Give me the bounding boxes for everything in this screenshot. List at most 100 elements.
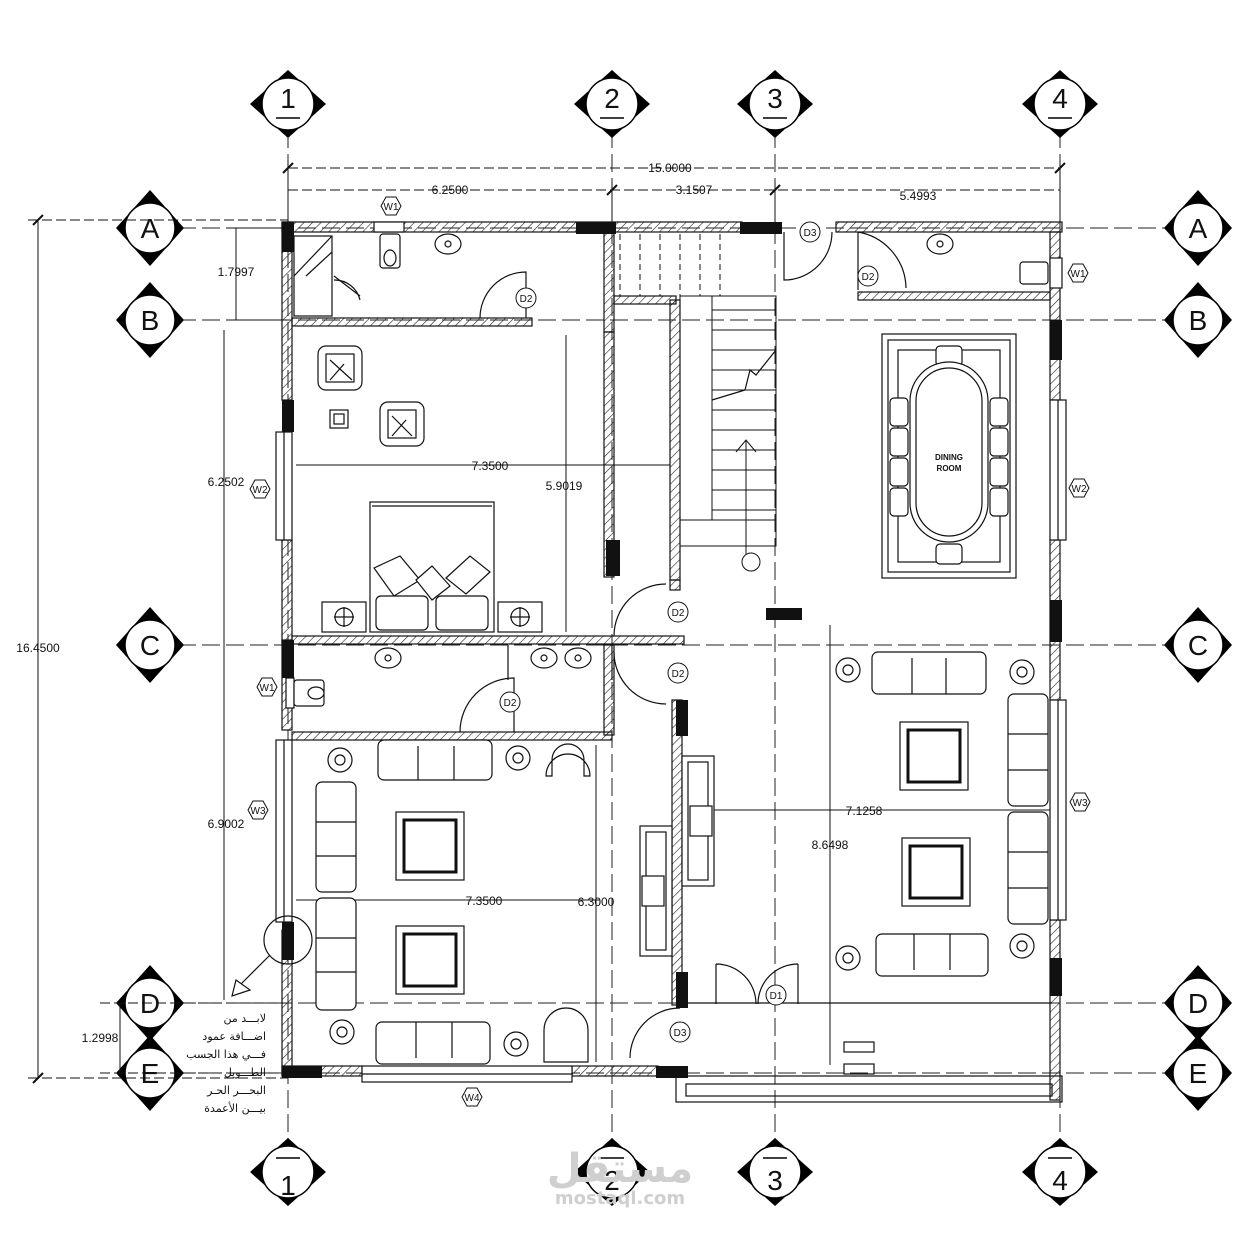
svg-text:D3: D3 bbox=[804, 228, 817, 239]
left-living-furniture bbox=[315, 739, 591, 1065]
dim-overall-height: 16.4500 bbox=[16, 641, 60, 655]
grid-label: 4 bbox=[1052, 1165, 1068, 1196]
grid-bubble-col-1-bottom: 1 bbox=[250, 1138, 326, 1206]
dim-span-1-2: 6.2500 bbox=[432, 183, 469, 197]
window-tag-w4: W4 bbox=[461, 1087, 483, 1107]
bathroom-fixtures bbox=[293, 233, 1049, 707]
grid-label: E bbox=[1189, 1058, 1208, 1089]
columns bbox=[282, 222, 1062, 1078]
door-tag-d2: D2 bbox=[667, 662, 689, 684]
windows bbox=[275, 221, 1067, 1083]
svg-text:W2: W2 bbox=[253, 485, 268, 496]
grid-bubble-row-c-left: C bbox=[116, 607, 184, 683]
dim-living-left-depth: 6.3000 bbox=[578, 895, 615, 909]
note-line: بيـــن الأعمدة bbox=[204, 1101, 266, 1115]
grid-label: 4 bbox=[1052, 83, 1068, 114]
dim-living-left-width: 7.3500 bbox=[466, 894, 503, 908]
note-line: اضـــافة عمود bbox=[202, 1030, 266, 1043]
dim-overall-width: 15.0000 bbox=[648, 161, 692, 175]
door-tag-d3: D3 bbox=[669, 1021, 691, 1043]
svg-text:D3: D3 bbox=[674, 1028, 687, 1039]
grid-label: B bbox=[1189, 305, 1208, 336]
door-tag-d2: D2 bbox=[499, 691, 521, 713]
grid-label: 2 bbox=[604, 83, 620, 114]
svg-text:W3: W3 bbox=[251, 806, 266, 817]
grid-label: B bbox=[141, 305, 160, 336]
dimension-ticks bbox=[32, 162, 1066, 1084]
grid-bubble-row-b-left: B bbox=[116, 282, 184, 358]
dim-b-c: 6.2502 bbox=[208, 475, 245, 489]
right-living-furniture bbox=[835, 651, 1049, 977]
dim-d-e: 1.2998 bbox=[82, 1031, 119, 1045]
window-tag-w3: W3 bbox=[1069, 792, 1091, 812]
note-line: البحـــر الحـر bbox=[206, 1084, 266, 1097]
grid-bubble-row-d-right: D bbox=[1164, 965, 1232, 1041]
dining-furniture bbox=[881, 333, 1017, 579]
window-tag-w1: W1 bbox=[1067, 263, 1089, 283]
grid-bubble-col-3-top: 3 bbox=[737, 70, 813, 138]
door-tag-d2: D2 bbox=[515, 287, 537, 309]
svg-text:D1: D1 bbox=[770, 991, 783, 1002]
svg-text:W4: W4 bbox=[465, 1093, 480, 1104]
grid-bubble-row-e-right: E bbox=[1164, 1035, 1232, 1111]
dim-span-3-4: 5.4993 bbox=[900, 189, 937, 203]
mostaql-watermark: مستقل mostaql.com bbox=[547, 1146, 693, 1209]
window-tag-w2: W2 bbox=[1068, 478, 1090, 498]
grid-label: C bbox=[140, 630, 160, 661]
svg-text:D2: D2 bbox=[504, 698, 517, 709]
dining-room-label-line2: ROOM bbox=[937, 464, 962, 473]
grid-bubble-col-3-bottom: 3 bbox=[737, 1138, 813, 1206]
grid-label: C bbox=[1188, 630, 1208, 661]
window-tag-w2: W2 bbox=[249, 479, 271, 499]
grid-label: D bbox=[1188, 988, 1208, 1019]
dining-room-label-line1: DINING bbox=[935, 453, 963, 462]
grid-bubble-col-4-top: 4 bbox=[1022, 70, 1098, 138]
dim-living-right-width: 7.1258 bbox=[846, 804, 883, 818]
grid-bubble-row-a-left: A bbox=[116, 190, 184, 266]
door-tag-d3: D3 bbox=[799, 221, 821, 243]
svg-text:W1: W1 bbox=[260, 683, 275, 694]
grid-bubble-row-a-right: A bbox=[1164, 190, 1232, 266]
dim-bedroom-depth: 5.9019 bbox=[546, 479, 583, 493]
tv-units bbox=[639, 755, 715, 957]
doors bbox=[459, 231, 907, 1059]
terrace-edge bbox=[675, 1002, 1063, 1103]
grid-bubble-col-2-top: 2 bbox=[574, 70, 650, 138]
svg-text:D2: D2 bbox=[672, 608, 685, 619]
tags: D2 D3 D2 D2 D2 D2 D3 D1 bbox=[247, 196, 1091, 1107]
svg-text:D2: D2 bbox=[862, 272, 875, 283]
svg-text:D2: D2 bbox=[672, 669, 685, 680]
grid-label: 2 bbox=[604, 1165, 620, 1196]
grid-bubble-row-c-right: C bbox=[1164, 607, 1232, 683]
grid-bubble-col-1-top: 1 bbox=[250, 70, 326, 138]
staircase bbox=[619, 234, 777, 572]
dim-span-2-3: 3.1507 bbox=[676, 183, 713, 197]
svg-text:W2: W2 bbox=[1072, 484, 1087, 495]
grid-label: 1 bbox=[280, 1170, 296, 1201]
grid-bubble-col-4-bottom: 4 bbox=[1022, 1138, 1098, 1206]
door-tag-d2: D2 bbox=[857, 265, 879, 287]
note-line: الطـــويل bbox=[224, 1066, 266, 1079]
structural-note: لابـــد من اضـــافة عمود فـــي هذا الجسب… bbox=[186, 1012, 266, 1115]
window-tag-w3: W3 bbox=[247, 800, 269, 820]
window-tag-w1: W1 bbox=[256, 677, 278, 697]
dim-c-d: 6.9002 bbox=[208, 817, 245, 831]
watermark-arabic: مستقل bbox=[547, 1146, 693, 1192]
door-tag-d1: D1 bbox=[765, 984, 787, 1006]
dim-living-right-depth: 8.6498 bbox=[812, 838, 849, 852]
dimension-lines bbox=[28, 160, 1061, 1079]
note-line: فـــي هذا الجسب bbox=[186, 1048, 266, 1061]
window-tag-w1: W1 bbox=[380, 196, 402, 216]
dim-a-b: 1.7997 bbox=[218, 265, 255, 279]
watermark-latin: mostaql.com bbox=[555, 1188, 685, 1209]
dim-bedroom-width: 7.3500 bbox=[472, 459, 509, 473]
column-callout bbox=[231, 915, 313, 997]
grid-bubble-col-2-bottom: 2 bbox=[574, 1138, 650, 1206]
grid-bubble-row-b-right: B bbox=[1164, 282, 1232, 358]
svg-text:D2: D2 bbox=[520, 294, 533, 305]
grid-label: 3 bbox=[767, 83, 783, 114]
svg-text:W1: W1 bbox=[1071, 269, 1086, 280]
bedroom-furniture bbox=[317, 345, 543, 633]
door-tag-d2: D2 bbox=[667, 601, 689, 623]
